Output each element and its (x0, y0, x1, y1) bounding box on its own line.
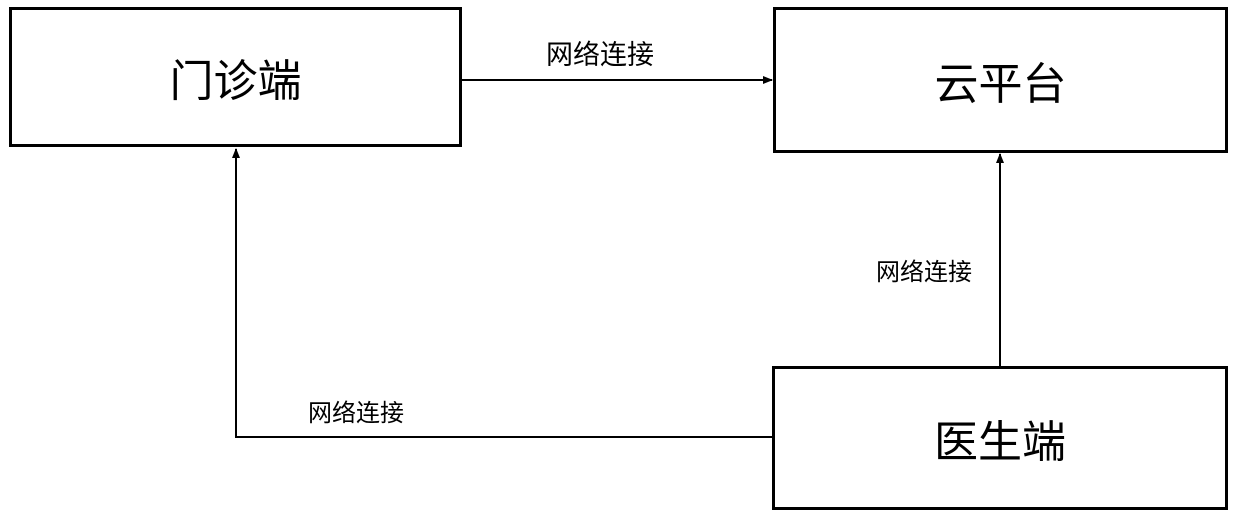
edge-label-doctor-to-clinic: 网络连接 (308, 393, 404, 428)
edge-label-doctor-to-cloud: 网络连接 (876, 252, 972, 287)
clinic-node-label: 门诊端 (170, 45, 302, 109)
doctor-node: 医生端 (772, 366, 1228, 510)
cloud-platform-node-label: 云平台 (935, 48, 1067, 112)
cloud-platform-node: 云平台 (773, 7, 1228, 153)
doctor-node-label: 医生端 (934, 406, 1066, 470)
edge-label-clinic-to-cloud: 网络连接 (546, 33, 654, 72)
clinic-node: 门诊端 (9, 7, 462, 147)
